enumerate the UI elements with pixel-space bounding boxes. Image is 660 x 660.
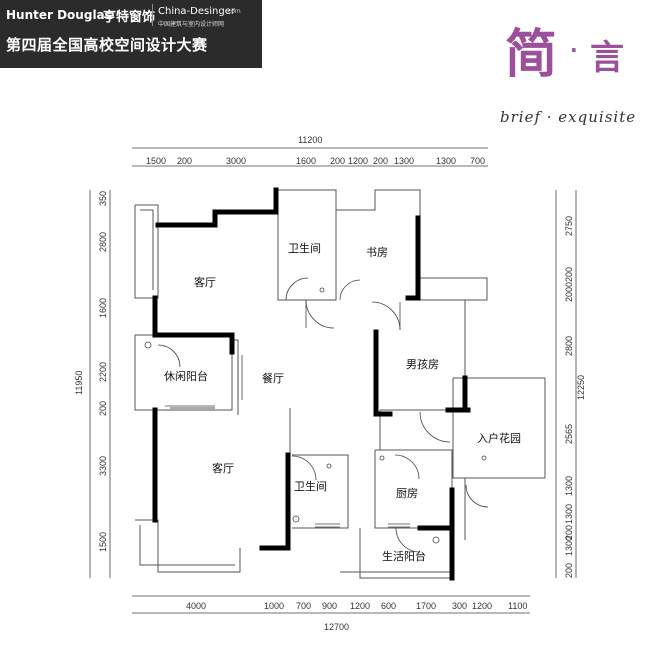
dim-bottom-row-label: 1100: [508, 601, 527, 611]
dim-bottom-row-label: 300: [452, 601, 467, 611]
dim-right-col-label: 2750: [564, 216, 574, 236]
logo-dot: ·: [570, 38, 578, 62]
dim-left-col-label: 1600: [98, 298, 108, 318]
dimension-lines: [89, 147, 577, 614]
windows: [144, 287, 487, 544]
room-living-top: 客厅: [194, 275, 216, 289]
dim-top-row-label: 1600: [296, 156, 316, 166]
dim-top-row-label: 200: [330, 156, 345, 166]
dim-left-col-label: 200: [98, 401, 108, 416]
dim-left-col-label: 2200: [98, 362, 108, 382]
logo-char-yan: 言: [590, 38, 624, 78]
dim-top-row-label: 1300: [436, 156, 456, 166]
dim-left-col-label: 2800: [98, 232, 108, 252]
brand-name: Hunter Douglas: [6, 8, 112, 22]
site-subtitle: 中国建筑与室内设计师网: [158, 21, 225, 28]
dim-top-row-label: 700: [470, 156, 485, 166]
banner-divider: [152, 4, 153, 26]
dim-top-row-label: 1500: [146, 156, 166, 166]
dim-right-col-label: 2565: [564, 424, 574, 444]
brand-name-cn: 亨特窗饰: [103, 10, 156, 25]
room-leisure-balcony: 休闲阳台: [164, 369, 208, 383]
dim-top-row-label: 3000: [226, 156, 246, 166]
dim-left-col-label: 3300: [98, 456, 108, 476]
dim-top-row-label: 1300: [394, 156, 414, 166]
room-dining: 餐厅: [262, 371, 284, 385]
dim-right-col-label: 200: [564, 267, 574, 282]
room-kitchen: 厨房: [396, 487, 418, 500]
dim-bottom-row-label: 1700: [416, 601, 436, 611]
thick-walls: [152, 187, 471, 581]
dim-bottom-row: 4000 1000 700 900 1200 600 1700 300 1200 1100: [186, 601, 527, 611]
dim-bottom-row-label: 4000: [186, 601, 206, 611]
dim-bottom-row-label: 700: [296, 601, 311, 611]
dim-top-row-label: 200: [177, 156, 192, 166]
dim-right-col-label: 200: [564, 525, 574, 540]
logo-char-jian: 简: [505, 24, 558, 85]
dim-left-col-label: 350: [98, 191, 108, 206]
room-bath-top: 卫生间: [288, 241, 321, 255]
dim-right-col-label: 2800: [564, 336, 574, 356]
dim-top-total: 11200: [298, 135, 322, 145]
dim-bottom-row-label: 1200: [350, 601, 370, 611]
room-boys: 男孩房: [406, 358, 439, 371]
dim-right-total: 12250: [576, 375, 586, 400]
room-service-balcony: 生活阳台: [382, 549, 426, 563]
dim-right-col-label: 1300: [564, 476, 574, 496]
room-entry-garden: 入户花园: [477, 431, 521, 445]
dim-left-col-label: 1500: [98, 532, 108, 552]
room-bath-bottom: 卫生间: [294, 479, 327, 493]
dim-left-col: 350 2800 1600 2200 200 3300 1500: [98, 191, 108, 552]
room-study: 书房: [366, 246, 388, 259]
door-swings: [157, 277, 489, 553]
dim-bottom-row-label: 1000: [264, 601, 284, 611]
dim-left-total: 11950: [74, 371, 84, 395]
room-living-bottom: 客厅: [212, 461, 234, 475]
thin-walls: [134, 189, 546, 579]
site-name: China-Desinger: [158, 6, 235, 17]
dim-bottom-row-label: 900: [322, 601, 337, 611]
dim-bottom-row-label: 1200: [472, 601, 492, 611]
slogan: brief · exquisite: [500, 108, 637, 126]
dim-right-col-label: 200: [564, 563, 574, 578]
dim-right-col-label: 1300: [564, 504, 574, 524]
dim-top-row-label: 1200: [348, 156, 368, 166]
dim-bottom-row-label: 600: [381, 601, 396, 611]
dim-right-col-label: 2000: [564, 282, 574, 302]
contest-title: 第四届全国高校空间设计大赛: [6, 36, 208, 54]
contest-banner: Hunter Douglas 亨特窗饰 China-Desinger .com …: [0, 0, 262, 68]
dim-bottom-total: 12700: [324, 622, 349, 632]
site-tld: .com: [226, 8, 241, 15]
dim-top-row-label: 200: [373, 156, 388, 166]
dim-right-col-label: 1300: [564, 536, 574, 556]
